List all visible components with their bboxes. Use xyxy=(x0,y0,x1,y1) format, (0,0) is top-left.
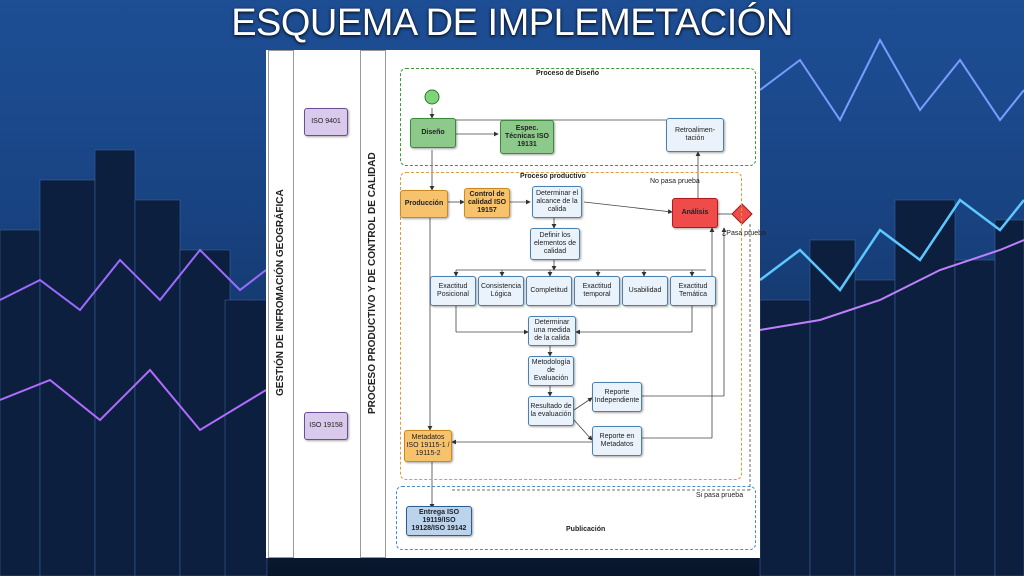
node-elementos[interactable]: Definir los elementos de calidad xyxy=(530,228,580,260)
node-produccion[interactable]: Producción xyxy=(400,190,448,218)
label-si-pasa: Si pasa prueba xyxy=(696,492,744,499)
group-diseno xyxy=(400,68,756,166)
node-usabilidad[interactable]: Usabilidad xyxy=(622,276,668,306)
lane-outer xyxy=(268,50,294,558)
label-pasa-question: ¿Pasa prueba xyxy=(722,230,766,237)
node-alcance[interactable]: Determinar el alcance de la calida xyxy=(532,186,582,218)
node-reporte-metadatos[interactable]: Reporte en Metadatos xyxy=(592,426,642,456)
lane-inner xyxy=(360,50,386,558)
node-resultado[interactable]: Resultado de la evaluación xyxy=(528,396,574,426)
node-metodologia[interactable]: Metodología de Evaluación xyxy=(528,356,574,386)
node-temporal[interactable]: Exactitud temporal xyxy=(574,276,620,306)
node-logica[interactable]: Consistencia Lógica xyxy=(478,276,524,306)
label-no-pasa: No pasa prueba xyxy=(650,178,700,185)
node-tematica[interactable]: Exactitud Temática xyxy=(670,276,716,306)
iso-9401-tag: ISO 9401 xyxy=(304,108,348,136)
group-productivo-label: Proceso productivo xyxy=(520,173,586,180)
node-metadatos[interactable]: Metadatos ISO 19115-1 / 19115-2 xyxy=(404,430,452,462)
start-node xyxy=(424,89,440,105)
decision-diamond xyxy=(731,203,753,225)
node-control[interactable]: Control de calidad ISO 19157 xyxy=(464,188,510,218)
page-title: ESQUEMA DE IMPLEMETACIÓN xyxy=(231,2,793,44)
node-analisis[interactable]: Análisis xyxy=(672,198,718,228)
node-medida[interactable]: Determinar una medida de la calida xyxy=(528,316,576,346)
node-reporte-independiente[interactable]: Reporte Independiente xyxy=(592,382,642,412)
node-posicional[interactable]: Exactitud Posicional xyxy=(430,276,476,306)
group-productivo xyxy=(400,172,742,480)
node-retro[interactable]: Retroalimen-tación xyxy=(666,118,724,152)
node-entrega[interactable]: Entrega ISO 19119/ISO 19128/ISO 19142 xyxy=(406,506,472,536)
diagram-sheet: GESTIÓN DE INFROMACIÓN GEOGRÁFICA PROCES… xyxy=(266,50,766,558)
group-publicacion-label: Publicación xyxy=(566,526,606,533)
group-diseno-label: Proceso de Diseño xyxy=(536,70,600,77)
iso-19158-tag: ISO 19158 xyxy=(304,412,348,440)
node-espec[interactable]: Espec. Técnicas ISO 19131 xyxy=(500,120,554,154)
node-diseno[interactable]: Diseño xyxy=(410,118,456,148)
group-publicacion xyxy=(396,486,756,550)
node-completitud[interactable]: Completitud xyxy=(526,276,572,306)
